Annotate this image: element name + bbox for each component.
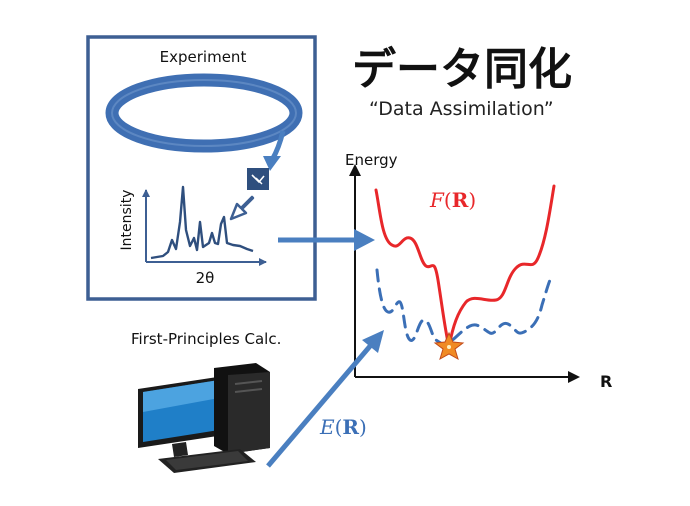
energy-axis-label: Energy [345, 151, 398, 169]
r-axis-label: R [600, 372, 612, 391]
experiment-to-plot-arrow [278, 229, 375, 251]
f-of-r-label: F(R) [429, 188, 476, 212]
diffraction-pattern-line [150, 185, 254, 260]
e-of-r-label: E(R) [319, 415, 367, 439]
diffraction-arrow-icon [229, 195, 255, 221]
beam-arrow-icon [263, 130, 286, 171]
first-principles-label: First-Principles Calc. [131, 330, 281, 348]
title-japanese: データ同化 [352, 44, 572, 95]
calc-to-plot-arrow [266, 330, 384, 468]
detector-icon [247, 168, 269, 190]
computer-icon [138, 363, 270, 473]
title-english: “Data Assimilation” [369, 98, 554, 120]
two-theta-axis-label: 2θ [196, 269, 215, 287]
experiment-panel: Experiment [86, 35, 317, 301]
e-of-r-curve [375, 268, 552, 346]
intensity-axis-label: Intensity [119, 190, 135, 251]
diffraction-plot: Intensity 2θ [119, 185, 267, 287]
energy-plot: Energy R F(R) [345, 151, 612, 391]
experiment-title: Experiment [160, 48, 247, 66]
